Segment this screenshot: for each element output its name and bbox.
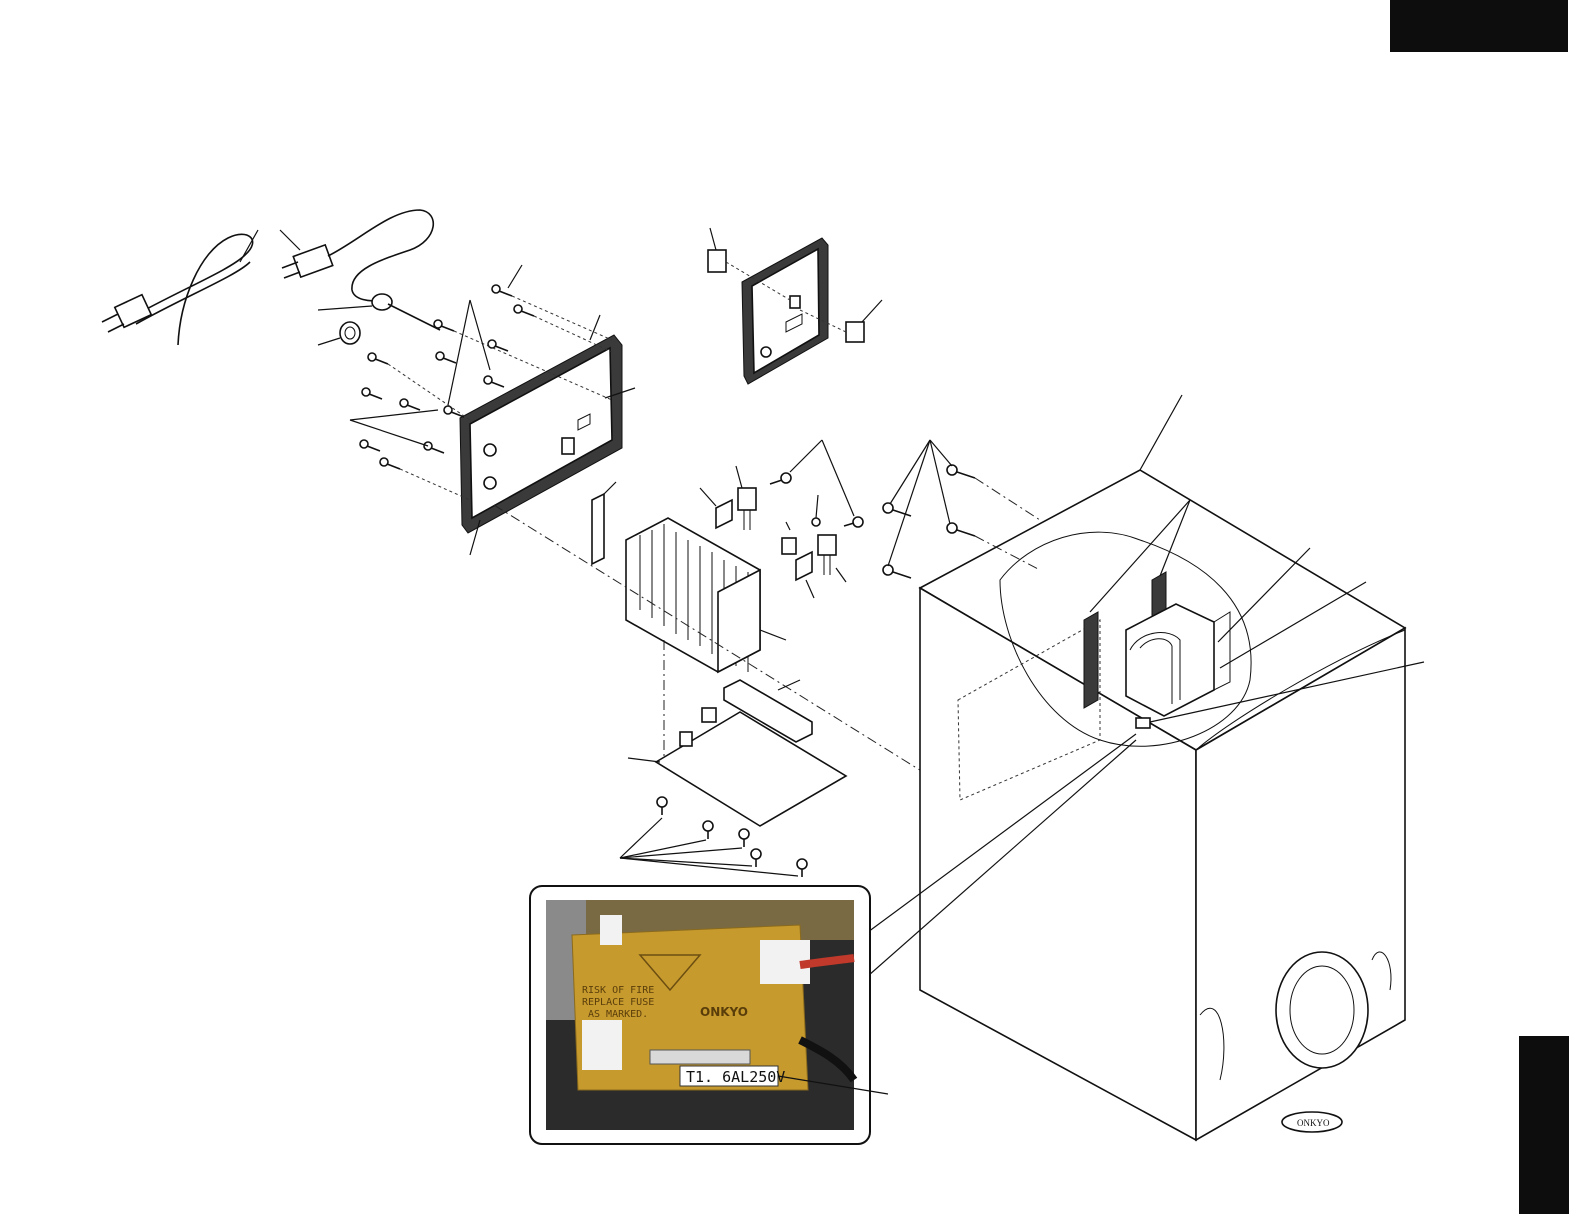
- warning-line-1: RISK OF FIRE: [582, 985, 654, 996]
- power-cord: [102, 210, 440, 345]
- cabinet-logo-text: ONKYO: [1297, 1118, 1330, 1128]
- power-pcb: [620, 680, 846, 877]
- inset-photo: T1. 6AL250V RISK OF FIRE REPLACE FUSE AS…: [530, 886, 888, 1144]
- warning-line-2: REPLACE FUSE: [582, 997, 654, 1008]
- subwoofer-cabinet: [920, 395, 1405, 1140]
- heat-sink-assembly: [592, 440, 863, 672]
- warning-line-3: AS MARKED.: [588, 1009, 648, 1020]
- switch-plate: [708, 228, 882, 384]
- fuse-rating-label: T1. 6AL250V: [686, 1068, 785, 1086]
- cabinet-logo: ONKYO: [1297, 1118, 1330, 1128]
- pcb-brand-text: ONKYO: [700, 1005, 748, 1019]
- rear-panel: [460, 315, 635, 555]
